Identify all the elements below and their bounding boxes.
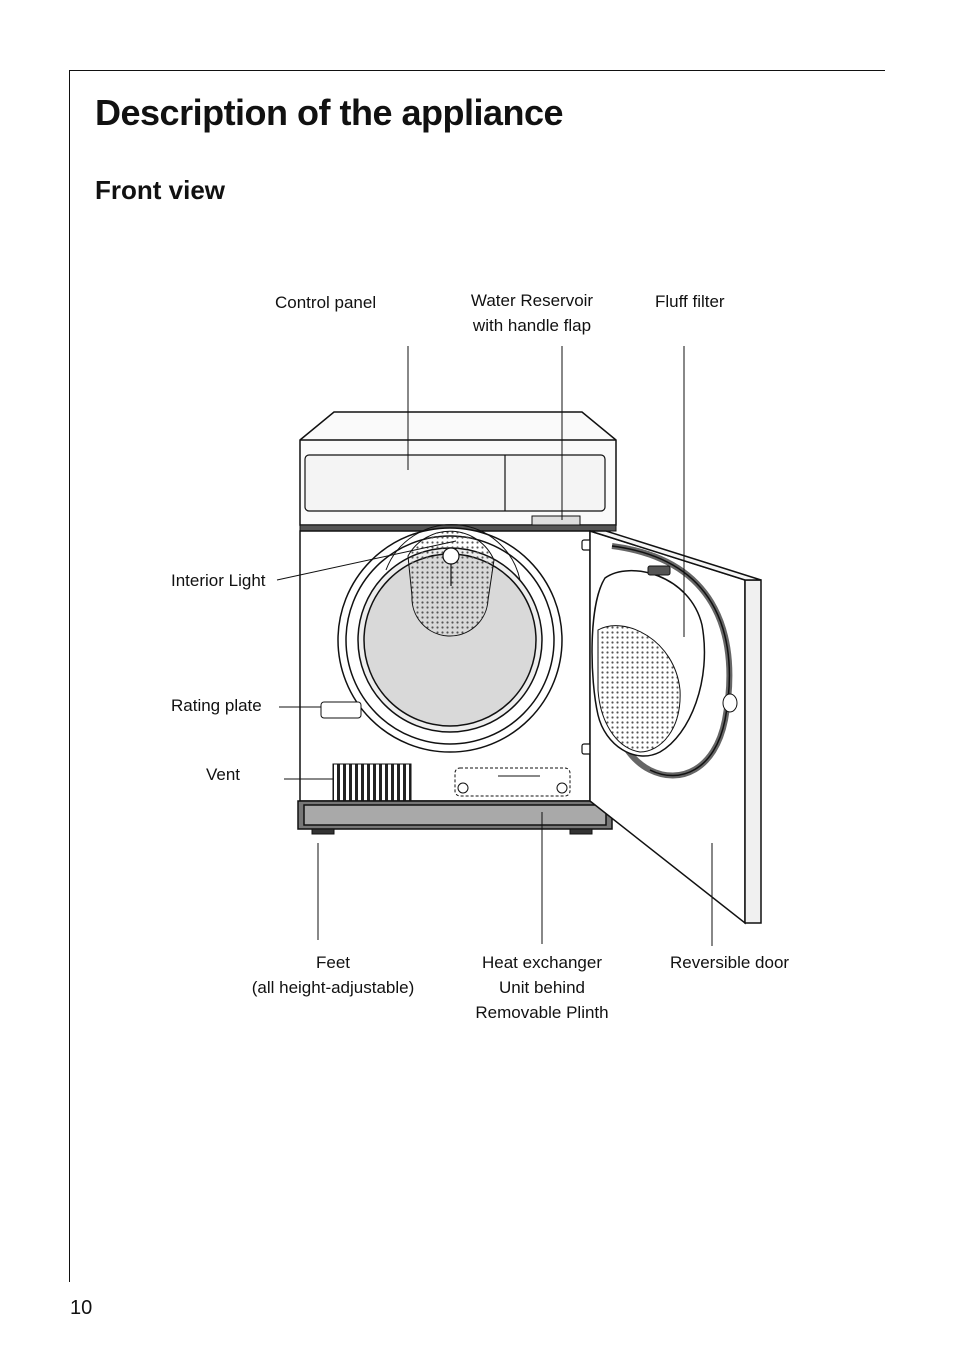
- heat-exchanger-cover: [454, 767, 571, 797]
- page-frame-top-rule: [69, 70, 885, 71]
- drum-rear-grille: [407, 530, 495, 637]
- removable-plinth: [297, 800, 613, 830]
- label-heat-exchanger-line3: Removable Plinth: [475, 1003, 609, 1022]
- label-heat-exchanger: Heat exchanger Unit behind Removable Pli…: [475, 950, 608, 1025]
- label-rating-plate: Rating plate: [171, 696, 262, 715]
- label-feet: Feet (all height-adjustable): [252, 950, 415, 1000]
- label-heat-exchanger-line2: Unit behind: [498, 978, 585, 997]
- label-water-reservoir: Water Reservoir with handle flap: [471, 288, 593, 338]
- page-number: 10: [70, 1297, 93, 1319]
- vent-grille: [332, 763, 412, 803]
- page-frame-left-rule: [69, 70, 70, 1282]
- control-panel: [304, 454, 606, 512]
- label-control-panel: Control panel: [275, 293, 377, 312]
- fluff-filter: [591, 565, 706, 757]
- label-fluff-filter: Fluff filter: [655, 292, 725, 311]
- label-water-reservoir-line2: with handle flap: [472, 316, 592, 335]
- label-vent: Vent: [206, 765, 241, 784]
- label-heat-exchanger-line1: Heat exchanger: [481, 953, 603, 972]
- leader-lines: [276, 346, 713, 946]
- rating-plate: [320, 701, 362, 719]
- label-feet-line1: Feet: [315, 953, 351, 972]
- section-heading: Front view: [95, 175, 226, 205]
- label-feet-line2: (all height-adjustable): [251, 978, 415, 997]
- page-title: Description of the appliance: [95, 92, 564, 133]
- label-interior-light: Interior Light: [171, 571, 266, 590]
- feet: [311, 828, 593, 835]
- water-reservoir-handle-flap: [531, 515, 581, 526]
- label-water-reservoir-line1: Water Reservoir: [470, 291, 594, 310]
- label-reversible-door: Reversible door: [670, 953, 790, 972]
